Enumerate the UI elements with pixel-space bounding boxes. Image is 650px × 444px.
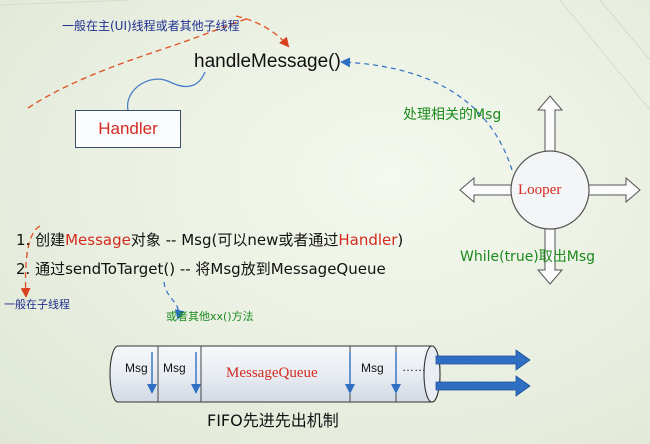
main-thread-note: 一般在主(UI)线程或者其他子线程: [62, 19, 240, 33]
dashed-arrow-looper-to-handlemessage: [340, 57, 513, 171]
dashed-curve-from-handler: [27, 17, 251, 109]
looper-circle: [510, 150, 590, 230]
queue-msg-1: Msg: [125, 361, 148, 375]
dashed-arrow-to-queue: [163, 281, 185, 320]
fifo-label: FIFO先进先出机制: [207, 411, 339, 430]
step-1-suffix: ): [397, 231, 404, 249]
dashed-arrow-to-handlemessage: [235, 15, 290, 48]
dashed-arrow-subthread: [20, 225, 41, 298]
looper-label: Looper: [518, 182, 562, 198]
step-1-middle: 对象 -- Msg(可以new或者通过: [130, 231, 339, 249]
step-1-prefix: 1. 创建: [16, 231, 66, 249]
process-msg-note: 处理相关的Msg: [403, 107, 502, 123]
while-note: While(true)取出Msg: [460, 249, 596, 265]
queue-msg-2: Msg: [163, 361, 186, 375]
handler-to-handlemessage-curve: [127, 71, 206, 111]
handler-label: Handler: [98, 119, 158, 138]
other-methods-note: 或者其他xx()方法: [166, 310, 254, 323]
step-1-text: 1. 创建Message对象 -- Msg(可以new或者通过Handler): [16, 233, 403, 248]
queue-down-arrows: [147, 352, 401, 394]
queue-ellipsis: ……: [402, 360, 426, 374]
sub-thread-note: 一般在子线程: [4, 298, 70, 311]
queue-msg-3: Msg: [361, 361, 384, 375]
step-1-message: Message: [65, 231, 131, 249]
handler-box: Handler: [75, 110, 181, 148]
step-2-text: 2. 通过sendToTarget() -- 将Msg放到MessageQueu…: [16, 260, 386, 278]
handle-message-label: handleMessage(): [194, 51, 341, 72]
background-rays: [0, 0, 650, 111]
step-1-handler: Handler: [338, 231, 398, 249]
message-queue-label: MessageQueue: [226, 365, 318, 381]
looper-cross-arrows: [459, 95, 641, 285]
queue-output-arrows: [435, 349, 531, 397]
